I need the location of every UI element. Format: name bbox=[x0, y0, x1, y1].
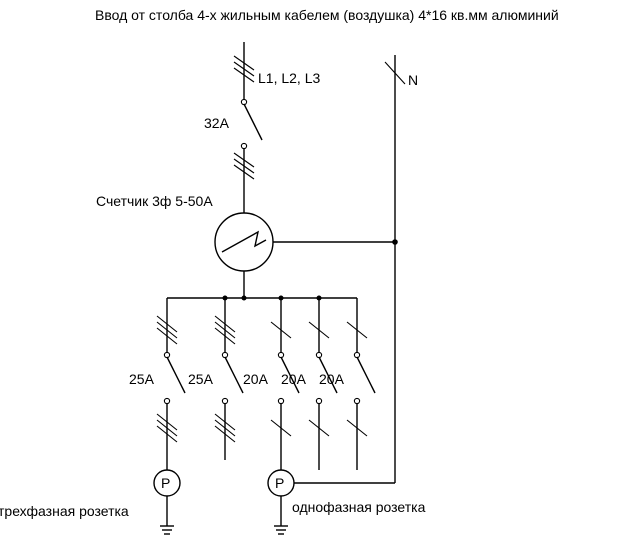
phase-tick-mark bbox=[346, 419, 368, 437]
phase-tick-mark bbox=[156, 321, 178, 339]
three-phase-socket-symbol: P bbox=[161, 475, 170, 491]
breaker-top-contact bbox=[221, 351, 229, 359]
branch-breaker-rating: 20A bbox=[281, 371, 307, 387]
phase-tick-mark bbox=[156, 419, 178, 437]
main-breaker-rating: 32A bbox=[204, 115, 230, 131]
branch-breakers: 25A 25A 20A 20A 20A bbox=[129, 298, 376, 470]
breaker-switch-blade bbox=[356, 356, 376, 394]
single-phase-socket bbox=[267, 460, 395, 526]
phase-tick-mark bbox=[270, 321, 292, 339]
phase-tick-mark bbox=[156, 425, 178, 443]
branch-breaker-rating: 20A bbox=[319, 371, 345, 387]
meter-neutral-junction bbox=[392, 239, 398, 245]
breaker-top-contact bbox=[353, 351, 361, 359]
incoming-phase-line bbox=[233, 42, 255, 100]
branch-breaker-rating: 25A bbox=[129, 371, 155, 387]
ground-icon bbox=[160, 525, 174, 535]
phase-label: L1, L2, L3 bbox=[258, 70, 320, 86]
breaker-bottom-contact bbox=[353, 397, 361, 405]
phase-tick-mark bbox=[308, 321, 330, 339]
breaker-bottom-contact bbox=[277, 397, 285, 405]
phase-tick-mark bbox=[346, 321, 368, 339]
phase-tick-mark bbox=[156, 327, 178, 345]
phase-tick-mark bbox=[214, 425, 236, 443]
neutral-line bbox=[384, 55, 406, 483]
phase-tick-mark bbox=[214, 413, 236, 431]
breaker-bottom-contact bbox=[163, 397, 171, 405]
three-phase-socket-label: трехфазная розетка bbox=[0, 503, 129, 519]
breaker-switch-blade bbox=[318, 356, 338, 394]
breaker-top-contact bbox=[315, 351, 323, 359]
bus-junction bbox=[241, 295, 247, 301]
phase-tick-mark bbox=[270, 419, 292, 437]
breaker-bottom-contact bbox=[221, 397, 229, 405]
phase-tick-mark bbox=[214, 419, 236, 437]
breaker-switch-blade bbox=[166, 356, 186, 394]
main-breaker bbox=[233, 98, 263, 215]
single-phase-socket-label: однофазная розетка bbox=[292, 499, 426, 515]
breaker-switch-blade bbox=[224, 356, 244, 394]
neutral-label: N bbox=[408, 72, 418, 88]
phase-tick-mark bbox=[214, 315, 236, 333]
single-phase-socket-symbol: P bbox=[275, 475, 284, 491]
electricity-meter bbox=[214, 212, 395, 298]
phase-tick-mark bbox=[214, 327, 236, 345]
phase-tick-mark bbox=[214, 321, 236, 339]
branch-breaker-rating: 25A bbox=[188, 371, 214, 387]
phase-tick-mark bbox=[156, 315, 178, 333]
breaker-bottom-contact bbox=[315, 397, 323, 405]
ground-icon bbox=[274, 525, 288, 535]
breaker-top-contact bbox=[163, 351, 171, 359]
phase-tick-mark bbox=[308, 419, 330, 437]
three-phase-socket bbox=[153, 460, 181, 526]
breaker-top-contact bbox=[277, 351, 285, 359]
meter-label: Счетчик 3ф 5-50А bbox=[96, 193, 213, 209]
phase-tick-mark bbox=[156, 413, 178, 431]
diagram-title: Ввод от столба 4-х жильным кабелем (возд… bbox=[95, 7, 559, 23]
branch-breaker-rating: 20A bbox=[243, 371, 269, 387]
breaker-switch-blade bbox=[280, 356, 300, 394]
